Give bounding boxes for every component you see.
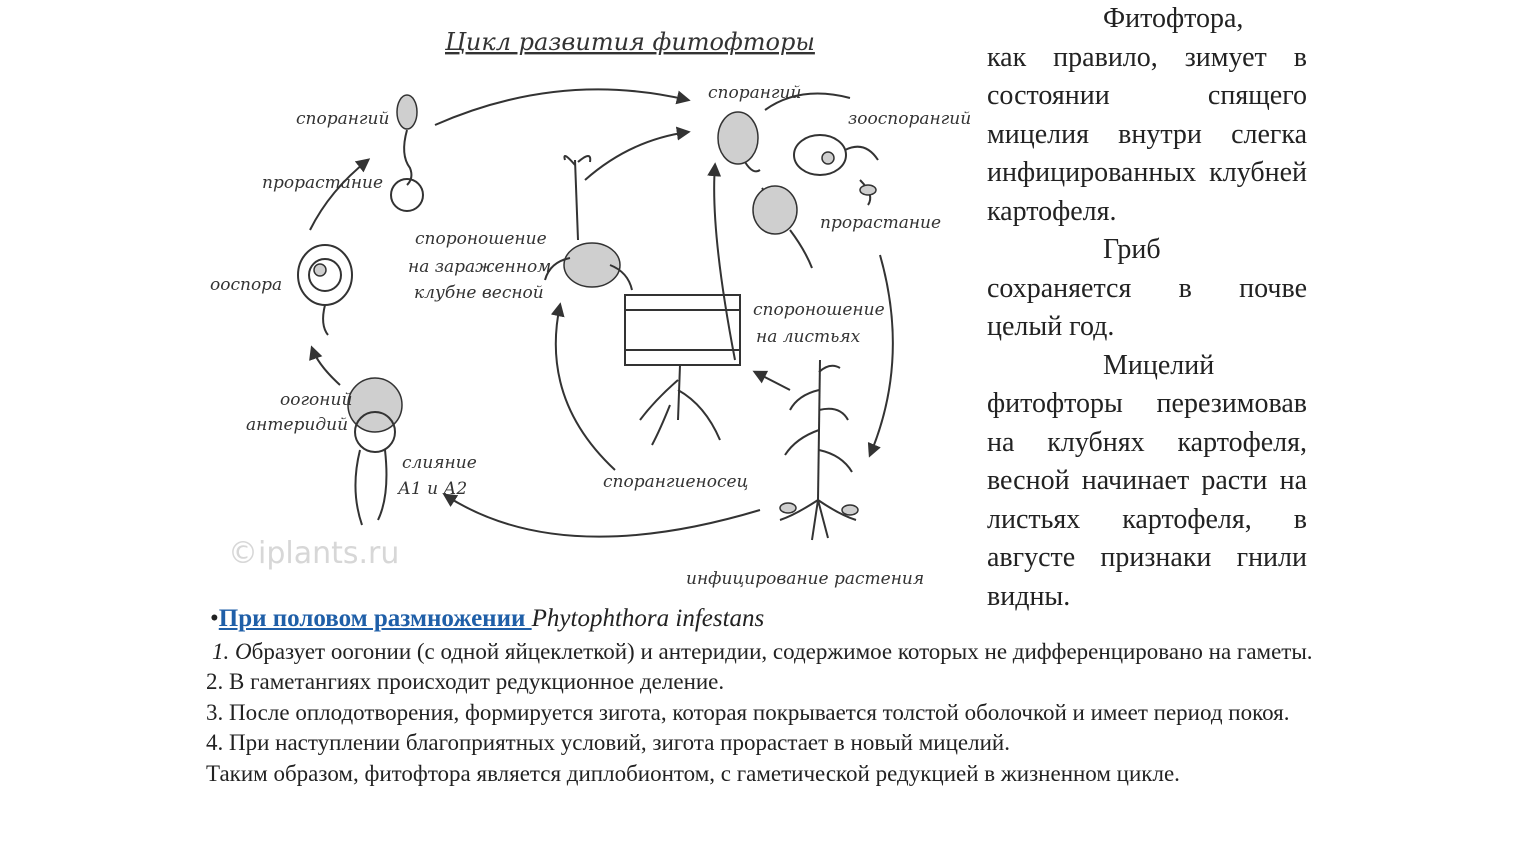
conclusion: Таким образом, фитофтора является диплоб…: [206, 760, 1180, 786]
label-sporangiophore: спорангиеносец: [603, 472, 748, 492]
species-name: Phytophthora infestans: [531, 605, 765, 632]
item-1-text: бразует оогонии (с одной яйцеклеткой) и …: [251, 638, 1313, 664]
side-paragraph-3: Мицелий фитофторы перезимовав на клубнях…: [987, 349, 1307, 612]
germinating-sporangium-icon: [752, 185, 813, 269]
arrow-top: [434, 88, 691, 126]
side-paragraph-1-head: Фитофтора,: [1103, 3, 1244, 34]
sprouting-tuber-icon: [544, 155, 633, 291]
arrow-tuber-to-sporangium: [584, 126, 691, 181]
arrow-inner-up: [707, 162, 736, 361]
arrow-right-down: [867, 254, 894, 458]
zoosporangium-icon: [793, 134, 879, 206]
label-germination-right: прорастание: [820, 213, 941, 233]
label-sporulation-leaves-2: на листьях: [756, 327, 861, 347]
label-fusion-types: А1 и А2: [397, 479, 467, 499]
bullet: •: [210, 605, 219, 632]
label-sporulation-tuber-1: спороношение: [415, 229, 547, 249]
arrow-plant-to-leaf: [752, 370, 791, 391]
arrow-oospore-up: [309, 158, 371, 231]
label-plant-infection: инфицирование растения: [686, 569, 924, 589]
label-sporulation-tuber-3: клубне весной: [414, 283, 544, 303]
sexual-reproduction-heading: •При половом размножении Phytophthora in…: [210, 604, 1326, 635]
item-1-number: 1. О: [212, 638, 252, 664]
label-germination-left: прорастание: [262, 173, 383, 193]
list-item-2: 2. В гаметангиях происходит редукционное…: [206, 669, 725, 694]
label-sporulation-tuber-2: на зараженном: [408, 257, 551, 277]
sporangium-left-icon: [390, 94, 424, 212]
list-item-1: 1. Образует оогонии (с одной яйцеклеткой…: [206, 637, 1326, 668]
list-item-4: 4. При наступлении благоприятных условий…: [206, 730, 1010, 755]
label-zoosporangium: зооспорангий: [848, 109, 971, 129]
side-text: Фитофтора, как правило, зимует в состоян…: [987, 0, 1307, 616]
arrow-to-zoosporangium: [764, 92, 851, 111]
watermark: ©iplants.ru: [228, 536, 399, 571]
list-item-3: 3. После оплодотворения, формируется зиг…: [206, 699, 1290, 725]
label-antheridium: антеридий: [246, 415, 348, 435]
label-fusion: слияние: [402, 453, 477, 473]
arrow-inner-left: [550, 302, 616, 471]
label-sporulation-leaves-1: спороношение: [753, 300, 885, 320]
sporangium-right-icon: [717, 111, 761, 173]
potato-plant-icon: [779, 359, 859, 541]
oospore-icon: [297, 244, 353, 336]
leaf-section-icon: [624, 294, 741, 446]
heading-link[interactable]: При половом размножении: [218, 605, 532, 632]
side-paragraph-1-body: как правило, зимует в состоянии спящего …: [987, 41, 1307, 227]
diagram-title: Цикл развития фитофторы: [444, 28, 815, 56]
label-oogonium: оогоний: [280, 390, 352, 410]
side-paragraph-2: Гриб сохраняется в почве целый год.: [987, 234, 1307, 342]
arrow-oogonium-up: [309, 345, 341, 386]
bottom-text: •При половом размножении Phytophthora in…: [206, 604, 1326, 789]
label-sporangium-right: спорангий: [708, 83, 801, 103]
oogonium-antheridium-icon: [347, 377, 403, 526]
arrow-bottom: [442, 493, 761, 538]
label-sporangium-left: спорангий: [296, 109, 389, 129]
life-cycle-diagram: Цикл развития фитофторы спорангий прорас…: [210, 28, 971, 589]
label-oospore: ооспора: [210, 275, 282, 295]
